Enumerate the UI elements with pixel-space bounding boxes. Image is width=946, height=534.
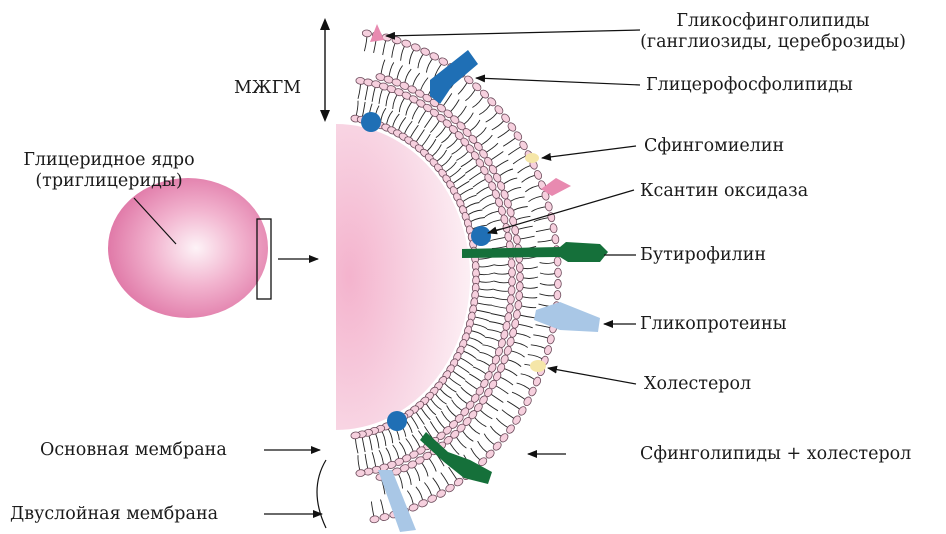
xanthine-oxidase-mid (471, 226, 491, 246)
cholesterol-mark (530, 360, 546, 372)
label-base-membrane: Основная мембрана (40, 440, 227, 461)
label-glycosphingolipids-title: Гликосфинголипиды (600, 11, 946, 32)
lipid-head (350, 431, 360, 439)
lipid-head (382, 33, 393, 42)
lipid-head (484, 448, 495, 459)
lipid-head (504, 312, 513, 322)
lipid-head (518, 140, 529, 151)
label-glycoproteins: Гликопротеины (640, 314, 787, 335)
lipid-head (516, 263, 523, 272)
label-bilayer-membrane: Двуслойная мембрана (10, 504, 218, 525)
xanthine-oxidase-bottom (387, 411, 407, 431)
lipid-head (410, 43, 421, 53)
lipid-head (438, 56, 449, 66)
lipid-head (516, 282, 523, 291)
lipid-head (554, 279, 561, 288)
lipid-head (505, 423, 516, 434)
lipid-head (515, 291, 523, 301)
lipid-head (511, 414, 522, 425)
label-cholesterol: Холестерол (644, 374, 751, 395)
label-glyceride-core-sub: (триглицериды) (2, 171, 216, 192)
label-mfgm: МЖГМ (234, 78, 301, 99)
lipid-head (500, 214, 509, 225)
label-glycosphingolipids: Гликосфинголипиды (ганглиозиды, цереброз… (600, 11, 946, 53)
lipid-head (493, 104, 504, 115)
fat-globule-small (108, 178, 268, 318)
lipid-head (506, 303, 514, 313)
lipid-head (507, 294, 515, 304)
lipid-head (555, 268, 562, 277)
lipid-head (479, 88, 490, 99)
lipid-head (379, 513, 389, 522)
glyceride-core-half (336, 124, 470, 430)
lipid-head (427, 494, 438, 504)
lipid-head (551, 234, 559, 244)
lipid-head (420, 47, 431, 57)
lipid-head (514, 300, 522, 310)
lipid-head (503, 198, 513, 209)
lipid-head (369, 515, 379, 523)
lipid-head (504, 232, 513, 242)
lipid-head (522, 396, 533, 407)
lipid-head (453, 477, 464, 488)
lipid-head (513, 234, 521, 244)
label-glycosphingolipids-sub: (ганглиозиды, цереброзиды) (600, 32, 946, 53)
label-butyrophilin: Бутирофилин (640, 245, 766, 266)
lipid-head (391, 36, 402, 45)
lipid-head (509, 327, 518, 338)
lipid-head (554, 257, 561, 267)
lipid-head (486, 96, 497, 107)
label-sphingomyelin: Сфингомиелин (644, 136, 784, 157)
lipid-head (417, 498, 428, 508)
lipid-head (429, 51, 440, 61)
lipid-head (517, 272, 524, 281)
lipid-head (444, 483, 455, 494)
lipid-head (508, 277, 515, 286)
label-sphingolipids-cholesterol: Сфинголипиды + холестерол (640, 444, 911, 465)
lipid-head (500, 112, 511, 123)
lipid-head (506, 207, 515, 218)
lipid-head (471, 81, 482, 92)
lipid-head (408, 503, 419, 513)
lipid-head (511, 225, 520, 236)
lipid-head (544, 201, 553, 212)
xanthine-oxidase-top (361, 112, 381, 132)
lipid-head (500, 329, 509, 340)
lipid-head (362, 29, 372, 37)
lipid-head (401, 39, 412, 48)
glycoprotein-mid (534, 302, 600, 332)
lipid-head (549, 223, 557, 233)
lipid-head (513, 309, 521, 319)
lipid-head (355, 469, 365, 477)
lipid-head (492, 440, 503, 451)
lipid-head (506, 336, 515, 347)
lipid-head (436, 488, 447, 498)
lipid-head (512, 130, 523, 141)
lipid-head (508, 268, 515, 277)
lipid-head (503, 345, 513, 356)
butyrophilin-bottom (420, 432, 492, 484)
lipid-head (508, 259, 515, 269)
lipid-head (533, 169, 543, 180)
lipid-head (517, 405, 528, 416)
glycosphingolipid-tag-top (370, 24, 384, 42)
label-xanthine-oxidase: Ксантин оксидаза (640, 181, 808, 202)
lipid-head (498, 432, 509, 443)
lipid-head (511, 318, 520, 329)
label-glycerophospholipids: Глицерофосфолипиды (646, 75, 853, 96)
lipid-head (508, 286, 515, 296)
lipid-head (554, 290, 561, 300)
lipid-head (546, 334, 555, 345)
label-glyceride-core-title: Глицеридное ядро (2, 150, 216, 171)
lipid-head (527, 386, 537, 397)
lipid-head (543, 345, 552, 356)
label-glyceride-core: Глицеридное ядро (триглицериды) (2, 150, 216, 192)
lipid-head (532, 376, 542, 387)
sphingomyelin-mark (525, 153, 539, 163)
lipid-head (502, 321, 511, 332)
